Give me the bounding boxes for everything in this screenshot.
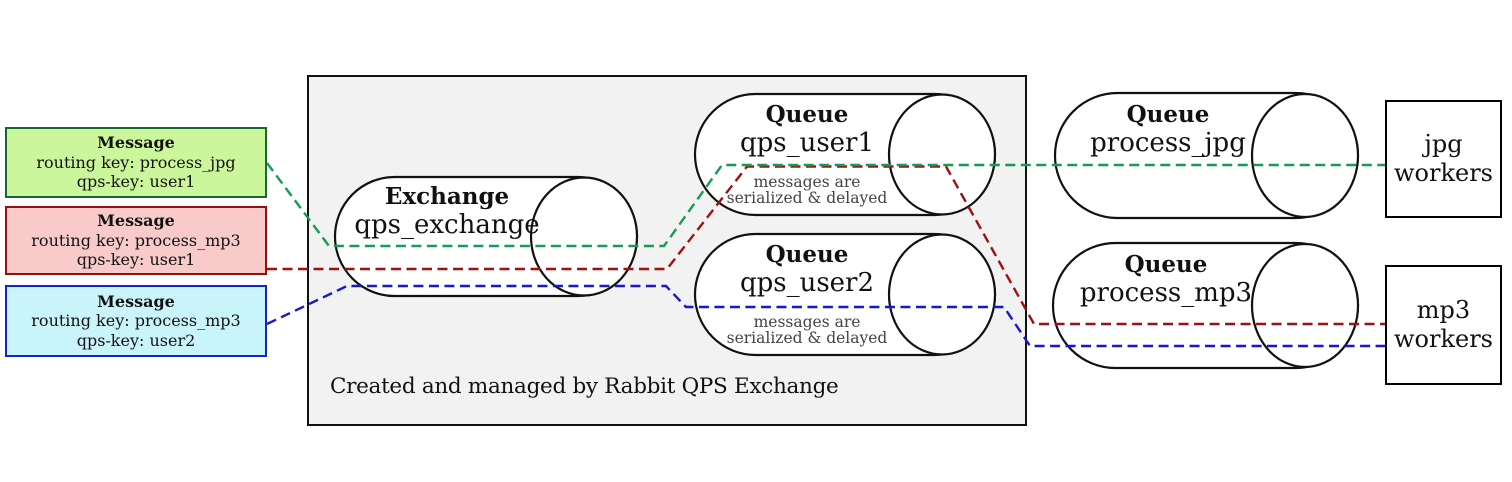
queue-name-label: process_mp3 <box>1079 278 1253 308</box>
message-qps-key: qps-key: user2 <box>76 330 196 350</box>
mp3-workers-box: mp3 workers <box>1385 265 1502 385</box>
queue-type-label: Queue <box>765 241 849 268</box>
queue-process-mp3-label: Queue process_mp3 <box>1056 251 1276 309</box>
exchange-name-label: qps_exchange <box>354 210 540 240</box>
message-routing-key: routing key: process_mp3 <box>31 311 241 331</box>
qps-box-caption: Created and managed by Rabbit QPS Exchan… <box>330 374 839 399</box>
jpg-workers-box: jpg workers <box>1385 100 1502 218</box>
queue-note-line: messages are <box>753 313 861 331</box>
queue-process-jpg-cylinder <box>1053 91 1360 220</box>
queue-note-line: serialized & delayed <box>726 188 888 207</box>
queue-name-label: process_jpg <box>1090 128 1246 158</box>
message-title: Message <box>97 133 175 153</box>
message-routing-key: routing key: process_mp3 <box>31 230 241 250</box>
message-routing-key: routing key: process_jpg <box>36 152 236 172</box>
queue-qps-user2-cylinder <box>693 232 997 357</box>
queue-qps-user1-label: Queue qps_user1 <box>697 101 917 159</box>
message-box-process-mp3-user1: Message routing key: process_mp3 qps-key… <box>5 206 267 275</box>
flow-line-jpg-user1 <box>266 162 1385 248</box>
queue-qps-user1-note: messages are serialized & delayed <box>697 173 917 207</box>
worker-label-line: mp3 <box>1416 296 1471 324</box>
queue-process-mp3-cylinder <box>1051 241 1360 370</box>
flow-line-mp3-user2 <box>266 284 1385 348</box>
exchange-type-label: Exchange <box>384 183 510 210</box>
message-box-process-mp3-user2: Message routing key: process_mp3 qps-key… <box>5 285 267 357</box>
queue-qps-user2-label: Queue qps_user2 <box>697 241 917 299</box>
queue-type-label: Queue <box>1124 251 1208 278</box>
worker-label-line: workers <box>1394 159 1493 187</box>
queue-note-line: messages are <box>753 173 861 191</box>
queue-qps-user2-note: messages are serialized & delayed <box>697 313 917 347</box>
message-title: Message <box>97 291 175 311</box>
message-qps-key: qps-key: user1 <box>76 172 196 192</box>
queue-process-jpg-label: Queue process_jpg <box>1058 101 1278 159</box>
message-box-process-jpg-user1: Message routing key: process_jpg qps-key… <box>5 127 267 198</box>
queue-qps-user1-cylinder <box>693 92 997 217</box>
queue-type-label: Queue <box>1126 101 1210 128</box>
queue-name-label: qps_user2 <box>739 268 875 298</box>
exchange-cylinder <box>333 175 639 298</box>
message-title: Message <box>97 211 175 231</box>
flow-line-mp3-user1 <box>267 165 1385 326</box>
message-qps-key: qps-key: user1 <box>76 250 196 270</box>
queue-name-label: qps_user1 <box>739 128 875 158</box>
queue-note-line: serialized & delayed <box>726 328 888 347</box>
exchange-label: Exchange qps_exchange <box>337 183 557 241</box>
worker-label-line: jpg <box>1424 130 1463 158</box>
queue-type-label: Queue <box>765 101 849 128</box>
worker-label-line: workers <box>1394 325 1493 353</box>
